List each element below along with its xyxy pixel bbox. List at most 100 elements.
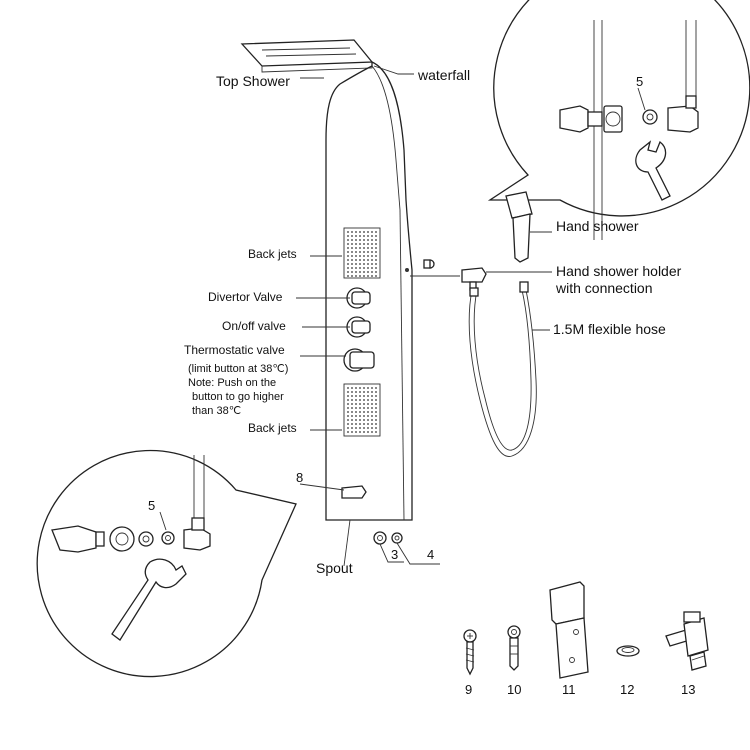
jet-nozzle bbox=[375, 239, 377, 241]
jet-nozzle bbox=[363, 231, 365, 233]
jet-nozzle bbox=[371, 231, 373, 233]
jet-nozzle bbox=[371, 415, 373, 417]
jet-nozzle bbox=[367, 415, 369, 417]
jet-nozzle bbox=[355, 407, 357, 409]
jet-nozzle bbox=[363, 247, 365, 249]
jet-nozzle bbox=[371, 267, 373, 269]
jet-nozzle bbox=[363, 239, 365, 241]
jet-nozzle bbox=[351, 247, 353, 249]
jet-nozzle bbox=[367, 267, 369, 269]
detail-callout-bottom bbox=[36, 449, 297, 678]
jet-nozzle bbox=[375, 263, 377, 265]
jet-nozzle bbox=[363, 259, 365, 261]
part-number-9: 9 bbox=[465, 682, 473, 697]
jet-nozzle bbox=[359, 267, 361, 269]
jet-nozzle bbox=[375, 395, 377, 397]
jet-nozzle bbox=[355, 423, 357, 425]
jet-nozzle bbox=[371, 411, 373, 413]
jet-nozzle bbox=[371, 395, 373, 397]
label-limit-button: (limit button at 38℃) bbox=[188, 363, 289, 375]
jet-nozzle bbox=[351, 271, 353, 273]
jet-nozzle bbox=[363, 263, 365, 265]
jet-nozzle bbox=[371, 391, 373, 393]
jet-nozzle bbox=[363, 423, 365, 425]
jet-nozzle bbox=[359, 399, 361, 401]
jet-nozzle bbox=[359, 263, 361, 265]
jet-nozzle bbox=[359, 403, 361, 405]
jet-nozzle bbox=[351, 419, 353, 421]
jet-nozzle bbox=[359, 243, 361, 245]
jet-nozzle bbox=[375, 407, 377, 409]
jet-nozzle bbox=[355, 391, 357, 393]
jet-nozzle bbox=[347, 391, 349, 393]
jet-nozzle bbox=[375, 275, 377, 277]
jet-nozzle bbox=[351, 255, 353, 257]
jet-nozzle bbox=[355, 411, 357, 413]
jet-nozzle bbox=[355, 263, 357, 265]
label-back-jets-top: Back jets bbox=[248, 247, 297, 261]
jet-nozzle bbox=[355, 415, 357, 417]
jet-nozzle bbox=[363, 395, 365, 397]
jet-nozzle bbox=[355, 251, 357, 253]
jet-nozzle bbox=[371, 255, 373, 257]
jet-nozzle bbox=[351, 391, 353, 393]
jet-nozzle bbox=[355, 259, 357, 261]
jet-nozzle bbox=[363, 255, 365, 257]
jet-nozzle bbox=[347, 251, 349, 253]
part-number-4: 4 bbox=[427, 547, 435, 562]
jet-nozzle bbox=[347, 403, 349, 405]
jet-nozzle bbox=[367, 255, 369, 257]
jet-nozzle bbox=[371, 387, 373, 389]
jet-nozzle bbox=[359, 411, 361, 413]
jet-nozzle bbox=[359, 239, 361, 241]
jet-nozzle bbox=[367, 411, 369, 413]
jet-nozzle bbox=[355, 271, 357, 273]
label-flexible-hose: 1.5M flexible hose bbox=[553, 321, 666, 337]
jet-nozzle bbox=[347, 423, 349, 425]
jet-nozzle bbox=[375, 423, 377, 425]
part-number-5-bottom: 5 bbox=[148, 498, 156, 513]
label-back-jets-bottom: Back jets bbox=[248, 421, 297, 435]
jet-nozzle bbox=[355, 267, 357, 269]
jet-nozzle bbox=[347, 275, 349, 277]
jet-nozzle bbox=[351, 251, 353, 253]
jet-nozzle bbox=[363, 275, 365, 277]
jet-nozzle bbox=[363, 235, 365, 237]
jet-nozzle bbox=[375, 419, 377, 421]
jet-nozzle bbox=[359, 275, 361, 277]
part-number-10: 10 bbox=[507, 682, 522, 697]
label-hand-shower: Hand shower bbox=[556, 218, 639, 234]
jet-nozzle bbox=[351, 427, 353, 429]
jet-nozzle bbox=[375, 247, 377, 249]
jet-nozzle bbox=[347, 431, 349, 433]
jet-nozzle bbox=[351, 267, 353, 269]
jet-nozzle bbox=[347, 259, 349, 261]
jet-nozzle bbox=[371, 423, 373, 425]
jet-nozzle bbox=[351, 275, 353, 277]
leader-lines bbox=[296, 65, 646, 567]
jet-nozzle bbox=[363, 251, 365, 253]
jet-nozzle bbox=[371, 419, 373, 421]
jet-nozzle bbox=[367, 431, 369, 433]
jet-nozzle bbox=[351, 231, 353, 233]
jet-nozzle bbox=[375, 427, 377, 429]
label-divertor-valve: Divertor Valve bbox=[208, 290, 283, 304]
label-onoff-valve: On/off valve bbox=[222, 319, 286, 333]
jet-nozzle bbox=[359, 387, 361, 389]
jet-nozzle bbox=[367, 399, 369, 401]
jet-nozzle bbox=[359, 407, 361, 409]
jet-nozzle bbox=[355, 231, 357, 233]
jet-nozzle bbox=[371, 275, 373, 277]
label-thermostatic-valve: Thermostatic valve bbox=[184, 343, 285, 357]
jet-nozzle bbox=[347, 415, 349, 417]
part-number-8: 8 bbox=[296, 470, 304, 485]
jet-nozzle bbox=[371, 235, 373, 237]
jet-nozzle bbox=[359, 423, 361, 425]
jet-nozzle bbox=[355, 399, 357, 401]
label-spout: Spout bbox=[316, 560, 353, 576]
jet-nozzle bbox=[355, 239, 357, 241]
jet-nozzle bbox=[347, 395, 349, 397]
jet-nozzle bbox=[371, 427, 373, 429]
jet-nozzle bbox=[363, 387, 365, 389]
jet-nozzle bbox=[367, 407, 369, 409]
